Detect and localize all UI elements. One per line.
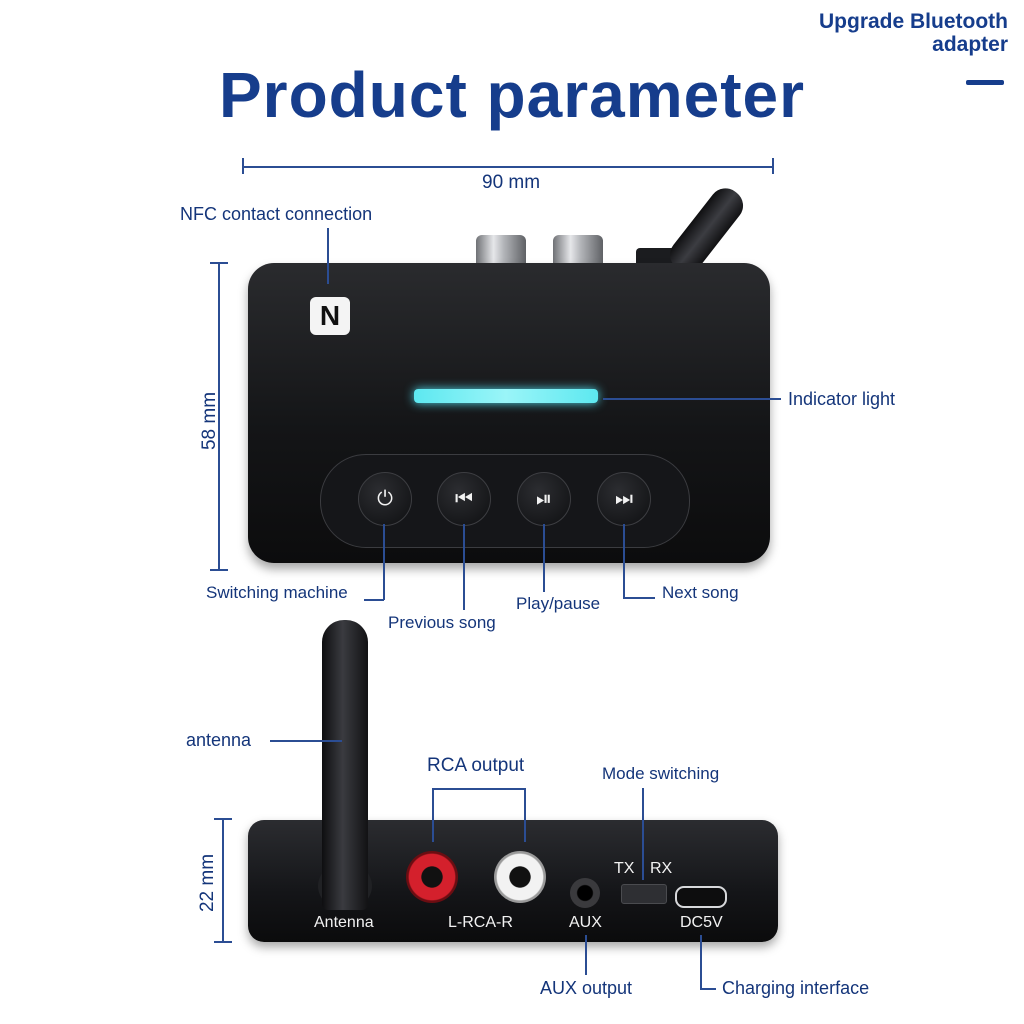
width-dimension-tick-left <box>242 158 244 174</box>
next-icon: ⏭ <box>615 488 633 510</box>
next-leader-line <box>623 524 625 598</box>
power-button[interactable]: ⏻ <box>358 472 412 526</box>
width-dimension-line <box>242 166 774 168</box>
prev-label: Previous song <box>388 613 496 632</box>
rca-output-label: RCA output <box>427 755 525 776</box>
indicator-light <box>414 389 598 403</box>
page-title: Product parameter <box>218 59 806 131</box>
device-text-aux: AUX <box>569 914 602 931</box>
previous-icon: ⏮ <box>455 488 473 510</box>
antenna <box>322 620 368 910</box>
charging-label: Charging interface <box>722 978 870 998</box>
device-text-tx: TX <box>614 860 635 877</box>
back-height-dimension-line <box>222 818 224 942</box>
mode-switch[interactable] <box>621 884 667 904</box>
nfc-icon: N <box>310 297 350 335</box>
rca-bracket-right <box>524 788 526 842</box>
nfc-label: NFC contact connection <box>180 204 373 224</box>
height-dimension-tick-bottom <box>210 569 228 571</box>
width-dimension-label: 90 mm <box>482 172 541 193</box>
play-label: Play/pause <box>516 594 601 613</box>
back-height-tick-bottom <box>214 941 232 943</box>
nfc-leader-line <box>327 228 329 284</box>
play-pause-icon: ⏯ <box>536 488 552 510</box>
back-height-dimension-label: 22 mm <box>197 853 218 913</box>
device-text-antenna: Antenna <box>314 914 374 931</box>
device-text-rca: L-RCA-R <box>448 914 513 931</box>
product-tagline: Upgrade Bluetooth adapter <box>819 10 1008 56</box>
next-leader-elbow <box>623 597 655 599</box>
height-dimension-label: 58 mm <box>199 391 220 451</box>
switch-leader-line <box>383 524 385 600</box>
rca-bracket-left <box>432 788 434 842</box>
antenna-leader-line <box>270 740 342 742</box>
mode-switching-label: Mode switching <box>602 764 720 783</box>
width-dimension-tick-right <box>772 158 774 174</box>
charging-leader-elbow <box>700 988 716 990</box>
tagline-line-1: Upgrade Bluetooth <box>819 10 1008 33</box>
switch-leader-elbow <box>364 599 384 601</box>
play-leader-line <box>543 524 545 592</box>
usb-c-port <box>675 886 727 908</box>
indicator-label: Indicator light <box>788 389 896 409</box>
prev-leader-line <box>463 524 465 610</box>
rca-bracket-top <box>432 788 526 790</box>
aux-output-label: AUX output <box>540 978 633 998</box>
top-rca-jack-right <box>553 235 603 265</box>
rca-left-jack <box>406 851 458 903</box>
power-icon: ⏻ <box>377 488 393 510</box>
tagline-line-2: adapter <box>932 33 1008 56</box>
height-dimension-line <box>218 262 220 570</box>
device-text-rx: RX <box>650 860 673 877</box>
switch-label: Switching machine <box>206 583 348 602</box>
height-dimension-tick-top <box>210 262 228 264</box>
charging-leader-line <box>700 935 702 989</box>
back-height-tick-top <box>214 818 232 820</box>
next-label: Next song <box>662 583 739 602</box>
device-text-dc: DC5V <box>680 914 723 931</box>
next-button[interactable]: ⏭ <box>597 472 651 526</box>
previous-button[interactable]: ⏮ <box>437 472 491 526</box>
top-rca-jack-left <box>476 235 526 265</box>
tagline-underline <box>966 80 1004 85</box>
play-pause-button[interactable]: ⏯ <box>517 472 571 526</box>
indicator-leader-line <box>603 398 781 400</box>
rca-right-jack <box>494 851 546 903</box>
antenna-label: antenna <box>186 730 252 750</box>
mode-leader-line <box>642 788 644 880</box>
aux-jack <box>570 878 600 908</box>
aux-leader-line <box>585 935 587 975</box>
